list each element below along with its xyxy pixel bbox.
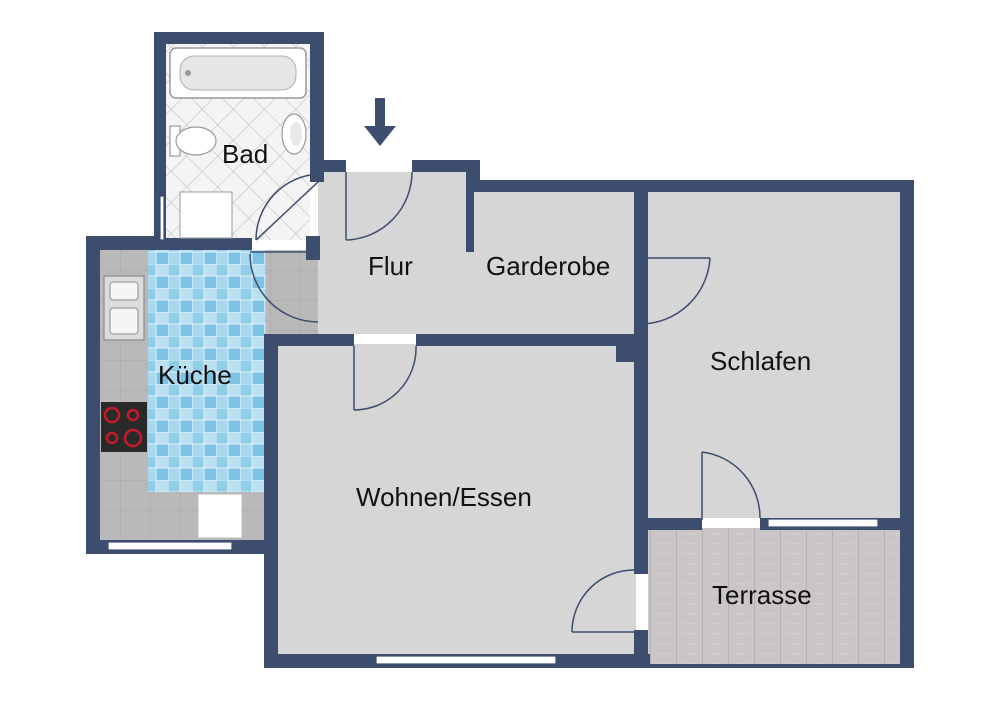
entrance-arrow-icon: [364, 98, 396, 146]
room-label-wohnen: Wohnen/Essen: [356, 482, 532, 512]
toilet-icon: [169, 125, 217, 157]
kitchen-window: [107, 541, 233, 551]
bathroom-door: [255, 173, 319, 241]
kitchen-tile-floor: [148, 250, 266, 492]
terrace-bedroom-door: [701, 451, 761, 520]
stove-icon: [101, 402, 147, 452]
living-door: [353, 345, 417, 411]
bedroom-floor: [648, 192, 902, 518]
washbasin-icon: [281, 113, 307, 155]
fridge: [197, 493, 243, 539]
room-label-bad: Bad: [222, 139, 268, 169]
terrace-living-door: [571, 569, 637, 633]
room-label-garderobe: Garderobe: [486, 251, 610, 281]
room-label-schlafen: Schlafen: [710, 346, 811, 376]
kitchen-door: [249, 251, 319, 323]
bedroom-door: [639, 257, 711, 325]
floors: [100, 44, 902, 664]
wardrobe-floor: [468, 190, 640, 334]
room-label-kueche: Küche: [158, 360, 232, 390]
doors: [249, 171, 761, 633]
bedroom-window: [767, 518, 879, 528]
kitchen-sink-icon: [103, 275, 145, 341]
room-label-flur: Flur: [368, 251, 413, 281]
terrace-floor: [648, 528, 902, 664]
living-window: [375, 655, 557, 665]
hallway-floor: [318, 172, 468, 334]
windows: [107, 195, 879, 665]
living-floor: [278, 344, 636, 656]
bathtub-icon: [169, 47, 307, 99]
room-label-terrasse: Terrasse: [712, 580, 812, 610]
bathroom-window: [159, 195, 165, 241]
bathroom-cabinet: [179, 191, 233, 239]
entrance-door: [345, 171, 413, 241]
